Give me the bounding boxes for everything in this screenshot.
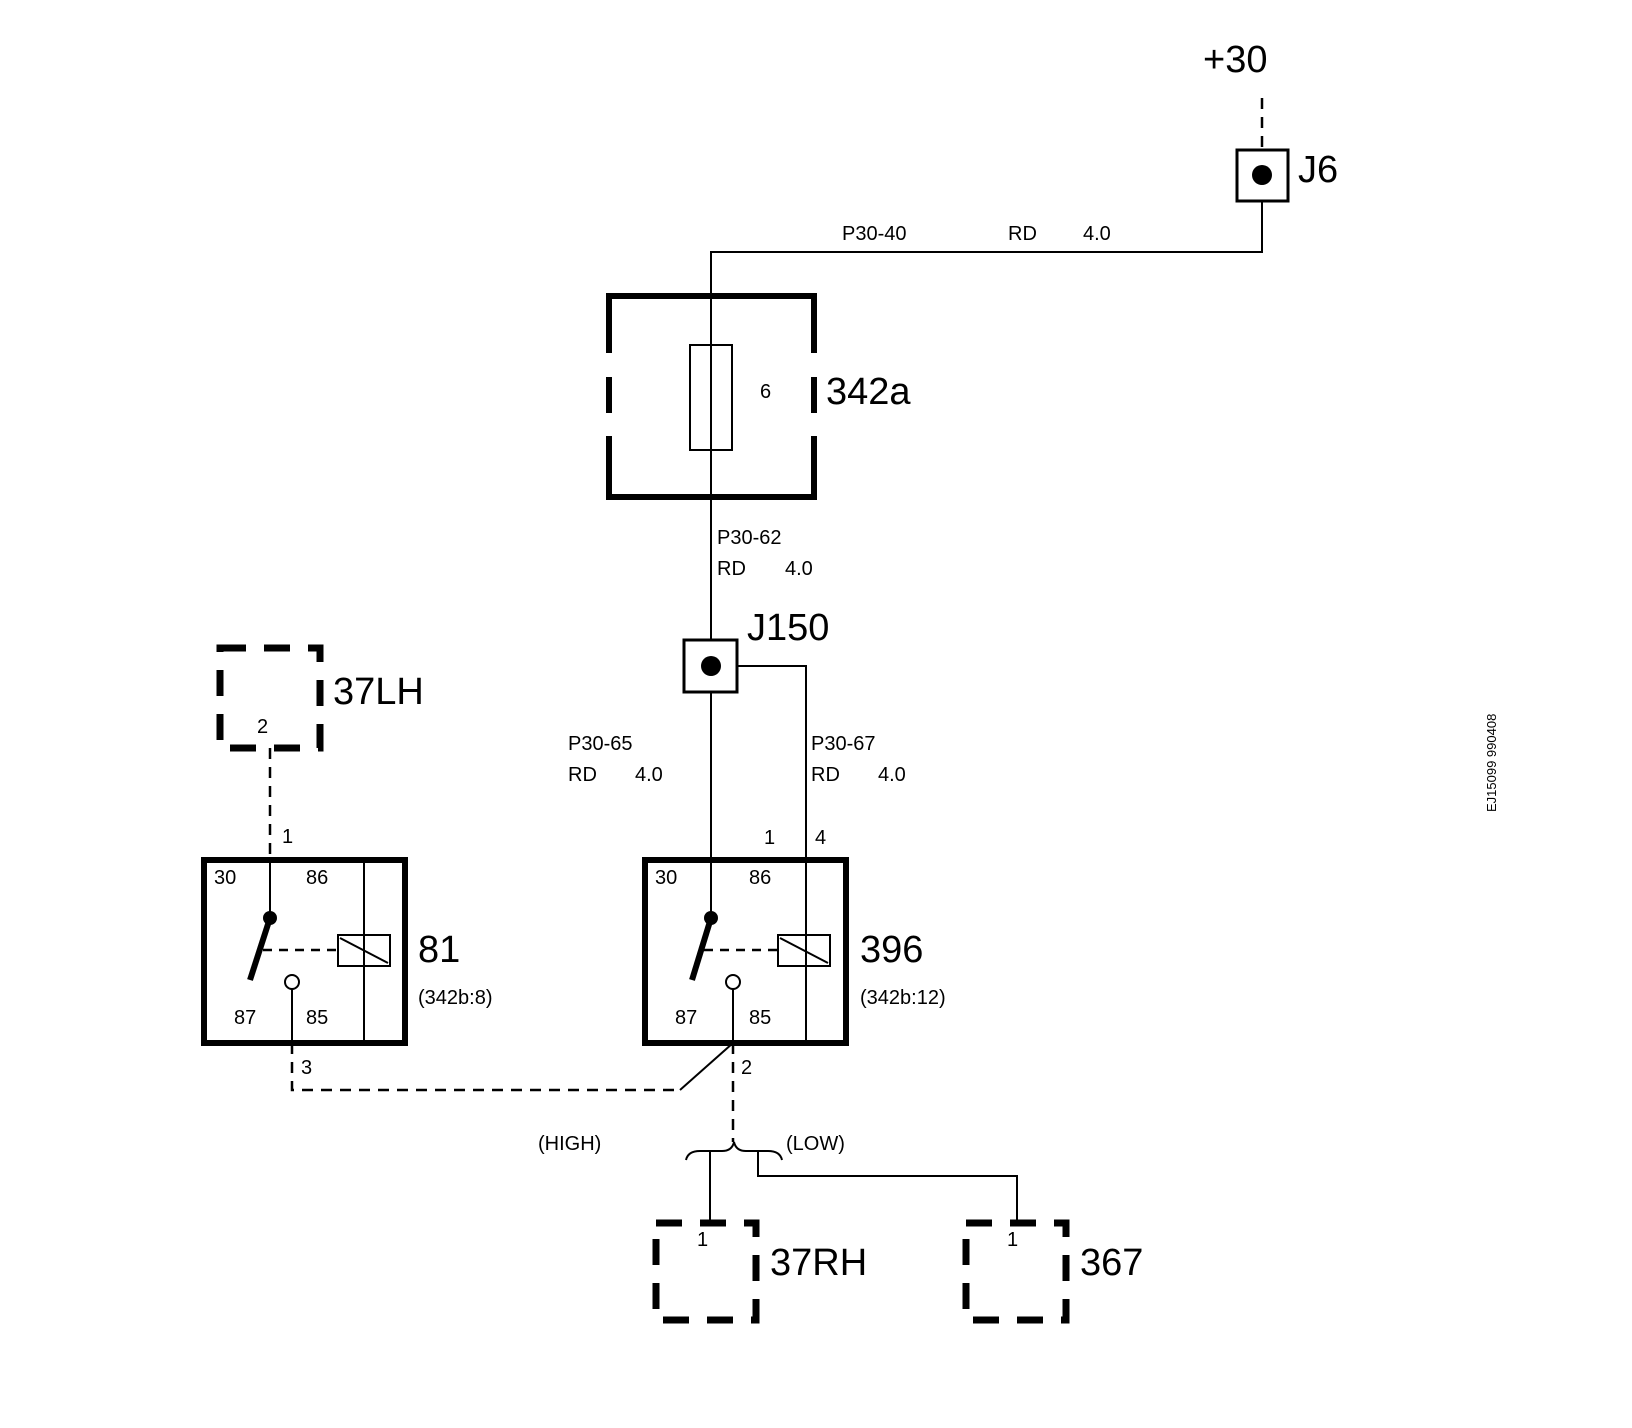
wire-p30-67-id: P30-67: [811, 733, 876, 755]
relay396-pin-85: 85: [749, 1007, 771, 1029]
wire-low-to-367: [757, 1151, 1018, 1220]
component-37lh-box: [216, 644, 324, 752]
relay396-contact-87: [725, 974, 741, 990]
relay81-conn-out: 3: [301, 1057, 312, 1079]
wire-p30-40-size: 4.0: [1083, 223, 1111, 245]
j150-junction-dot: [701, 656, 721, 676]
wire-p30-67: [737, 665, 807, 860]
component-37rh-box: [652, 1219, 760, 1324]
wire-p30-67-size: 4.0: [878, 764, 906, 786]
wire-p30-65-size: 4.0: [635, 764, 663, 786]
relay81-location: (342b:8): [418, 987, 493, 1009]
relay81-switch-arm: [247, 917, 273, 981]
relay81-pin-86: 86: [306, 867, 328, 889]
wire-p30-67-color: RD: [811, 764, 840, 786]
j6-junction-dot: [1252, 165, 1272, 185]
wire-p30-62-size: 4.0: [785, 558, 813, 580]
fuse-element: [689, 344, 733, 451]
wire-p30-65-color: RD: [568, 764, 597, 786]
relay396-location: (342b:12): [860, 987, 946, 1009]
component-37rh-label: 37RH: [770, 1242, 867, 1284]
relay396-coil: [777, 934, 831, 967]
relay81-contact-87: [284, 974, 300, 990]
relay396-conn-1: 1: [764, 827, 775, 849]
wire-p30-62-id: P30-62: [717, 527, 782, 549]
relay396-label: 396: [860, 929, 923, 971]
relay81-label: 81: [418, 929, 460, 971]
component-367-box: [962, 1219, 1070, 1324]
fuse-number: 6: [760, 381, 771, 403]
relay81-pin-30: 30: [214, 867, 236, 889]
relay396-switch-arm: [689, 917, 714, 981]
wire-p30-40-color: RD: [1008, 223, 1037, 245]
relay81-conn-in: 1: [282, 826, 293, 848]
wire-p30-40: [710, 201, 1263, 292]
component-37rh-pin: 1: [697, 1229, 708, 1251]
relay396-conn-out: 2: [741, 1057, 752, 1079]
wire-p30-40-id: P30-40: [842, 223, 907, 245]
j6-label: J6: [1298, 149, 1338, 191]
wire-output-merge: [679, 1042, 734, 1091]
document-code: EJ15099 990408: [1484, 714, 1499, 812]
relay396-pin-30: 30: [655, 867, 677, 889]
relay396-pin-86: 86: [749, 867, 771, 889]
supply-label: +30: [1203, 39, 1267, 81]
relay81-pin-87: 87: [234, 1007, 256, 1029]
branch-bracket: [685, 1141, 783, 1161]
relay396-box: [642, 857, 849, 1046]
branch-low-label: (LOW): [786, 1133, 845, 1155]
relay396-pin-87: 87: [675, 1007, 697, 1029]
wire-p30-65-id: P30-65: [568, 733, 633, 755]
component-37lh-label: 37LH: [333, 671, 424, 713]
wire-p30-62-color: RD: [717, 558, 746, 580]
j150-label: J150: [747, 607, 829, 649]
component-367-pin: 1: [1007, 1229, 1018, 1251]
wire-relay81-output: [290, 1043, 680, 1092]
branch-high-label: (HIGH): [538, 1133, 601, 1155]
fusebox-label: 342a: [826, 371, 911, 413]
component-367-label: 367: [1080, 1242, 1143, 1284]
component-37lh-pin: 2: [257, 716, 268, 738]
relay396-conn-4: 4: [815, 827, 826, 849]
relay396-coil-slash: [779, 937, 829, 964]
relay81-pin-85: 85: [306, 1007, 328, 1029]
relay81-box: [201, 857, 408, 1046]
